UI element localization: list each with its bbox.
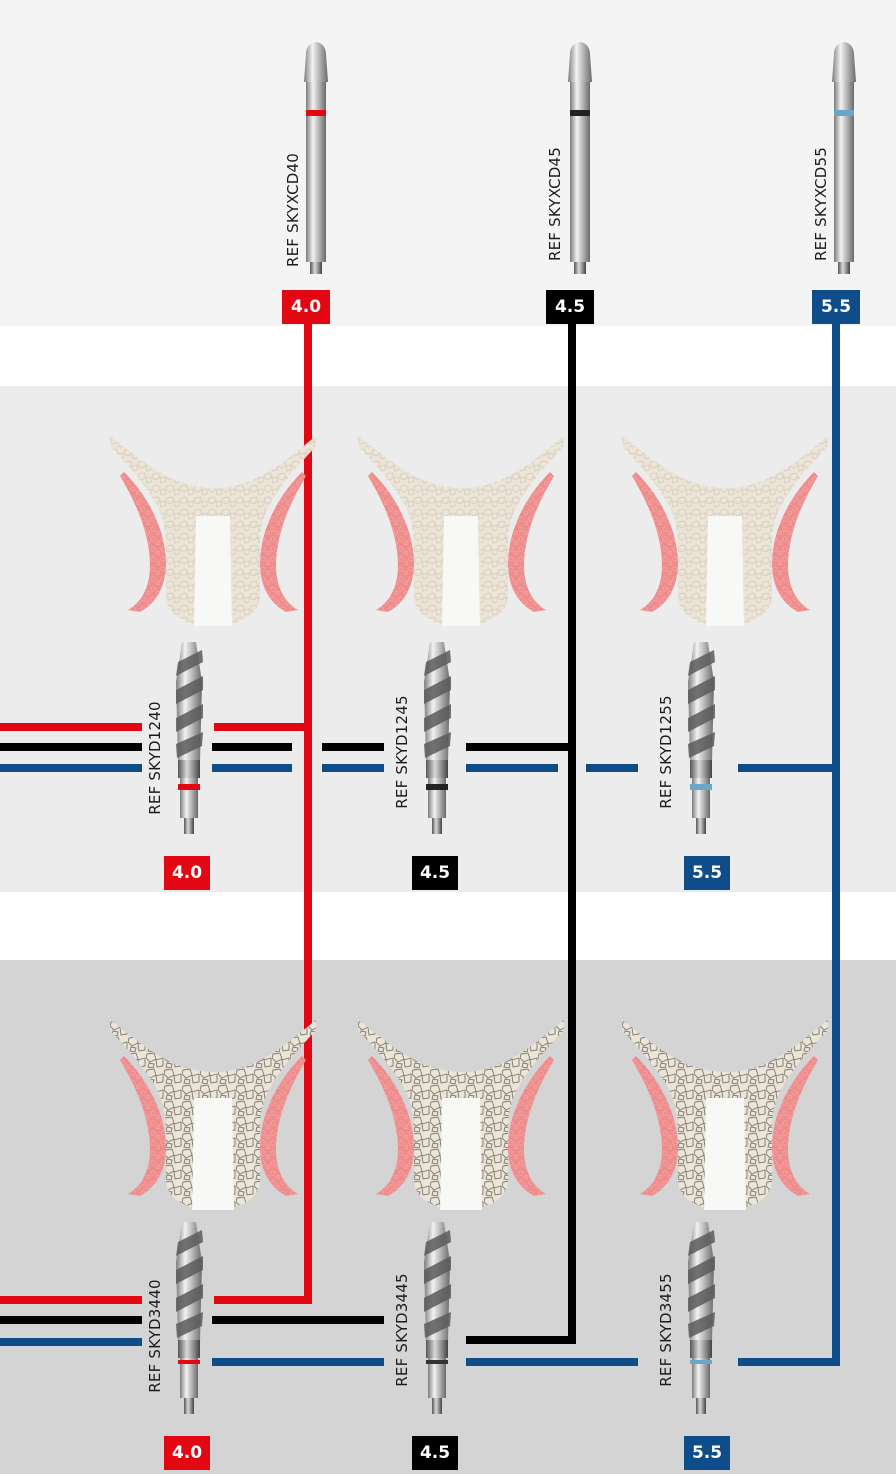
size-badge-5-5-middle: 5.5	[684, 856, 730, 890]
bone-section-dense-3	[622, 1020, 828, 1210]
ref-label-skyd1245: REF SKYD1245	[393, 695, 411, 808]
size-badge-4-0-bottom: 4.0	[164, 1436, 210, 1470]
size-badge-5-5-top: 5.5	[812, 290, 860, 324]
drill-skyd1245	[424, 642, 451, 834]
ref-label-skyxcd45: REF SKYXCD45	[546, 147, 564, 261]
size-badge-4-5-top: 4.5	[546, 290, 594, 324]
drill-skyd3440	[176, 1222, 203, 1414]
bone-section-soft-3	[622, 436, 828, 626]
ref-label-skyd3440: REF SKYD3440	[146, 1279, 164, 1392]
bone-section-soft-1	[110, 436, 316, 626]
bone-section-soft-2	[358, 436, 564, 626]
drill-skyd3445	[424, 1222, 451, 1414]
ref-label-skyd3455: REF SKYD3455	[657, 1273, 675, 1386]
size-badge-4-0-middle: 4.0	[164, 856, 210, 890]
bone-section-dense-1	[110, 1020, 316, 1210]
crestal-drill-4-5	[568, 42, 592, 274]
size-badge-5-5-bottom: 5.5	[684, 1436, 730, 1470]
crestal-drill-4-0	[304, 42, 328, 274]
ref-label-skyd1255: REF SKYD1255	[657, 695, 675, 808]
bone-section-dense-2	[358, 1020, 564, 1210]
size-badge-4-5-middle: 4.5	[412, 856, 458, 890]
size-badge-4-0-top: 4.0	[282, 290, 330, 324]
drill-skyd3455	[688, 1222, 715, 1414]
ref-label-skyxcd40: REF SKYXCD40	[284, 153, 302, 267]
drill-skyd1255	[688, 642, 715, 834]
ref-label-skyd1240: REF SKYD1240	[146, 701, 164, 814]
crestal-drill-5-5	[832, 42, 856, 274]
ref-label-skyxcd55: REF SKYXCD55	[812, 147, 830, 261]
drill-skyd1240	[176, 642, 203, 834]
size-badge-4-5-bottom: 4.5	[412, 1436, 458, 1470]
ref-label-skyd3445: REF SKYD3445	[393, 1273, 411, 1386]
